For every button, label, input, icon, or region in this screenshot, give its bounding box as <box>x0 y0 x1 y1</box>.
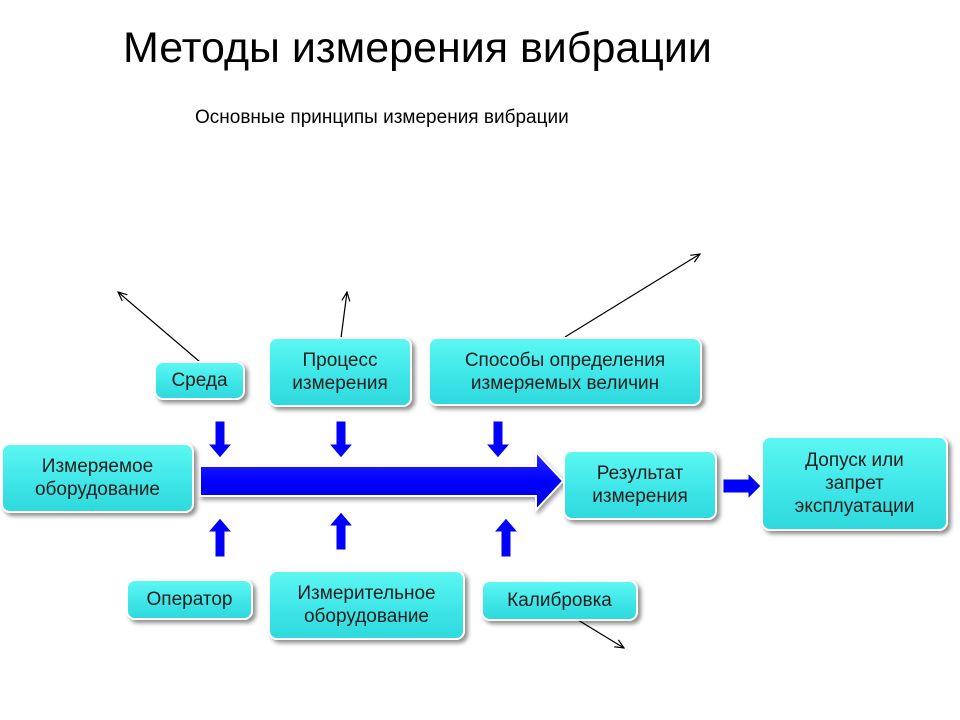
up-arrow-measuring-equipment <box>327 511 355 551</box>
node-measured-equipment: Измеряемое оборудование <box>1 443 194 513</box>
node-measurement-result: Результат измерения <box>563 450 717 520</box>
down-arrow-process <box>327 420 355 459</box>
node-operation-decision: Допуск или запрет эксплуатации <box>761 436 948 531</box>
node-environment: Среда <box>154 361 245 400</box>
up-arrow-calibration <box>492 517 520 558</box>
down-arrow-methods <box>484 420 512 459</box>
page-title: Методы измерения вибрации <box>123 24 712 72</box>
node-measurement-process: Процесс измерения <box>268 337 412 407</box>
pointer-line-calibration <box>577 619 624 648</box>
down-arrow-environment <box>206 420 234 459</box>
pointer-line-environment <box>118 292 201 363</box>
pointer-line-process <box>340 292 347 339</box>
page-subtitle: Основные принципы измерения вибрации <box>195 107 569 128</box>
up-arrow-operator <box>206 517 234 558</box>
node-operator: Оператор <box>126 579 253 620</box>
main-flow-arrow <box>199 449 565 513</box>
node-measuring-equipment: Измерительное оборудование <box>268 570 465 640</box>
result-to-decision-arrow <box>722 471 762 501</box>
pointer-line-methods <box>564 254 700 338</box>
node-determination-methods: Способы определения измеряемых величин <box>428 337 702 406</box>
node-calibration: Калибровка <box>481 580 638 621</box>
